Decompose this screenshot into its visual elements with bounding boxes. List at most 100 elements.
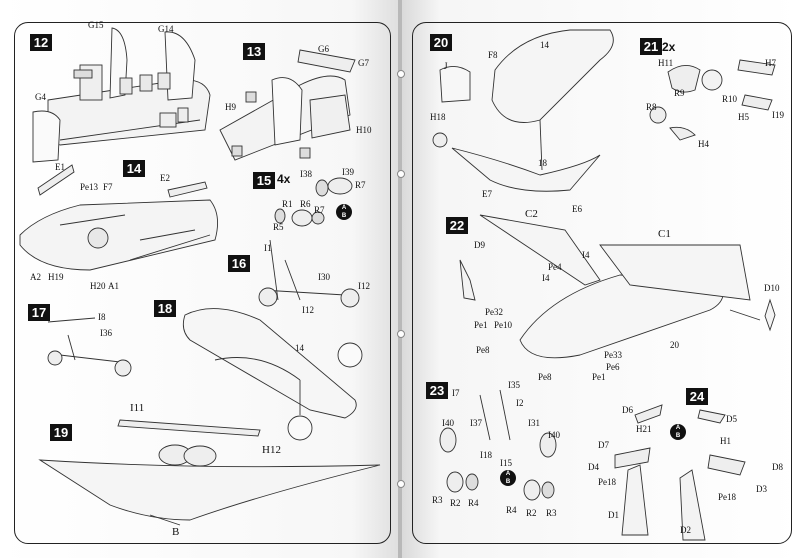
label-i7: I7 [452,388,460,398]
label-r4-a: R4 [468,498,479,508]
label-step20-part18: 18 [538,158,547,168]
label-i40-b: I40 [548,430,560,440]
label-i31: I31 [528,418,540,428]
step-number-22: 22 [446,217,468,234]
step17-nose-gear [47,317,132,377]
label-c2: C2 [525,208,538,220]
label-g7: G7 [358,58,369,68]
label-pe13: Pe13 [80,182,98,192]
label-d2: D2 [680,525,691,535]
label-r2-b: R2 [526,508,537,518]
label-h4: H4 [698,139,709,149]
label-g6: G6 [318,44,329,54]
label-pe10: Pe10 [494,320,512,330]
label-h5: H5 [738,112,749,122]
step24-gear-doors [614,404,746,541]
label-d10: D10 [764,283,780,293]
label-h19: H19 [48,272,64,282]
label-i12-b: I12 [302,305,314,315]
step-number-16: 16 [228,255,250,272]
label-d5: D5 [726,414,737,424]
binding-hole [397,330,405,338]
label-i15: I15 [500,458,512,468]
label-i38: I38 [300,169,312,179]
step13-cockpit-assembly [219,49,356,161]
label-r8: R8 [646,102,657,112]
label-d8: D8 [772,462,783,472]
label-j: J [444,61,448,71]
step-number-23: 23 [426,382,448,399]
label-pe18-a: Pe18 [598,477,616,487]
left-page-drawings [19,27,381,526]
label-h9: H9 [225,102,236,112]
label-pe33: Pe33 [604,350,622,360]
label-pe1-a: Pe1 [474,320,488,330]
step15-wheels [274,177,353,227]
label-d9: D9 [474,240,485,250]
label-e1: E1 [55,162,65,172]
step14-fuselage-halves [19,164,219,271]
label-step20-part14: 14 [540,40,549,50]
label-i35: I35 [508,380,520,390]
right-page-drawings [432,29,776,541]
label-r5: R5 [273,222,284,232]
label-i19: I19 [772,110,784,120]
step19-wing [38,419,381,526]
label-g15: G15 [88,20,104,30]
label-h20: H20 [90,281,106,291]
left-page: 12 13 14 15 4x 16 17 18 19 G15 G14 G4 G6… [0,0,400,558]
label-e2: E2 [160,173,170,183]
label-g4: G4 [35,92,46,102]
label-r2-a: R2 [450,498,461,508]
binding-gutter [398,0,402,558]
label-h7: H7 [765,58,776,68]
label-pe4: Pe4 [548,262,562,272]
step-number-21: 21 [640,38,662,55]
step-number-13: 13 [243,43,265,60]
label-d4: D4 [588,462,599,472]
label-g14: G14 [158,24,174,34]
label-b: B [172,526,180,538]
right-page-frame [412,22,792,544]
binding-hole [397,170,405,178]
label-a2: A2 [30,272,41,282]
step-number-14: 14 [123,160,145,177]
label-d1: D1 [608,510,619,520]
label-r6: R6 [300,199,311,209]
step22-aircraft [459,214,776,359]
label-pe6: Pe6 [606,362,620,372]
step18-fuselage [182,308,363,441]
step21-multiplier: 2x [662,40,676,54]
label-i39: I39 [342,167,354,177]
label-a1: A1 [108,281,119,291]
step-number-12: 12 [30,34,52,51]
label-i36: I36 [100,328,112,338]
label-d7: D7 [598,440,609,450]
label-i11: I11 [130,402,145,414]
label-i40-a: I40 [442,418,454,428]
step12-fuselage-interior [32,27,211,163]
label-pe1-b: Pe1 [592,372,606,382]
label-i30: I30 [318,272,330,282]
right-page: 20 21 2x 22 23 24 J F8 14 H18 18 E7 E6 H… [400,0,800,558]
step-number-24: 24 [686,388,708,405]
label-r7-a: R7 [355,180,366,190]
label-step22-part20: 20 [670,340,679,350]
label-h10: H10 [356,125,372,135]
label-r9: R9 [674,88,685,98]
left-page-frame [14,22,391,544]
step23-gear-wheels [439,389,557,501]
label-r4-b: R4 [506,505,517,515]
label-i8: I8 [98,312,106,322]
label-h11: H11 [658,58,674,68]
step-number-17: 17 [28,304,50,321]
label-i4-b: I4 [542,273,550,283]
label-pe8-a: Pe8 [476,345,490,355]
label-i12-a: I12 [358,281,370,291]
label-i4-a: I4 [582,250,590,260]
label-h18: H18 [430,112,446,122]
